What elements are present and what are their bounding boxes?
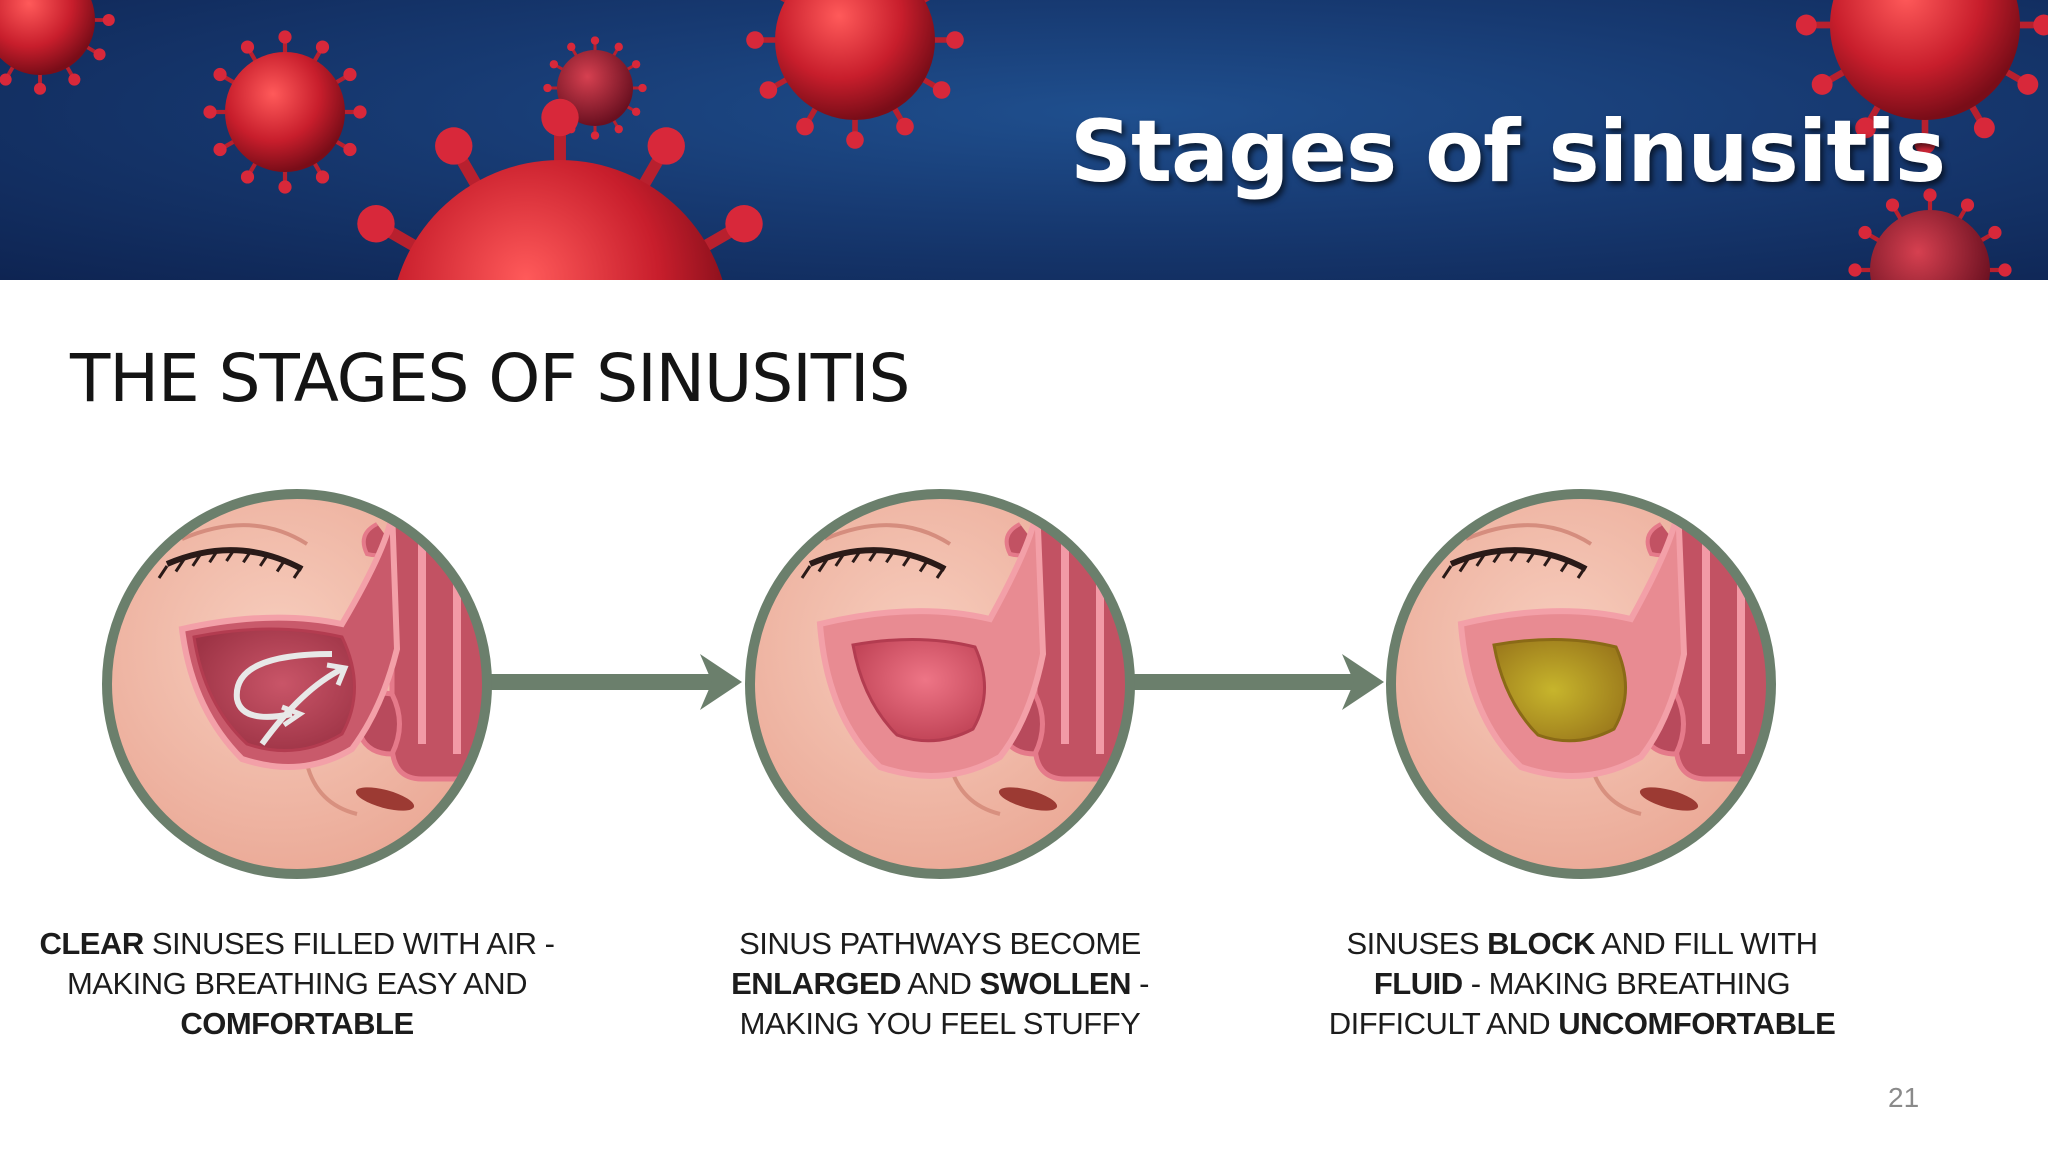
stage-1-clear-illustration [102, 489, 492, 879]
nasal-cavity [354, 494, 487, 782]
stage-3-blocked-illustration [1386, 489, 1776, 879]
stage-frame-ring [1386, 489, 1776, 879]
caption-text-run: SWOLLEN [979, 966, 1131, 1001]
caption-text-run: - MAKING BREATHING DIFFICULT AND [1328, 966, 1791, 1041]
stage-2-swollen-illustration [745, 489, 1135, 879]
virus-particle [1795, 0, 2048, 155]
caption-text-run: AND FILL WITH [1594, 926, 1818, 961]
stage-frame-ring [745, 489, 1135, 879]
arrow-stage-1-to-2 [490, 654, 742, 710]
eyelash-icon [157, 523, 309, 579]
airflow-arrow-icon [233, 651, 349, 746]
stage-1-caption: CLEAR SINUSES FILLED WITH AIR - MAKING B… [37, 924, 557, 1044]
caption-text-run: AND [901, 966, 980, 1001]
virus-particle [203, 30, 367, 194]
caption-text-run: UNCOMFORTABLE [1558, 1006, 1836, 1041]
caption-text-run: SINUSES FILLED WITH AIR - MAKING BREATHI… [66, 926, 555, 1001]
caption-text-run: - MAKING YOU FEEL STUFFY [739, 966, 1150, 1041]
stage-3-caption: SINUSES BLOCK AND FILL WITH FLUID - MAKI… [1322, 924, 1842, 1044]
diagram-heading: THE STAGES OF SINUSITIS [70, 340, 910, 417]
caption-text-run: FLUID [1373, 966, 1463, 1001]
caption-text-run: SINUS PATHWAYS BECOME [739, 926, 1141, 961]
caption-text-run: CLEAR [39, 926, 144, 961]
stage-frame-ring [102, 489, 492, 879]
slide-title: Stages of sinusitis [1070, 102, 1946, 202]
maxillary-sinus [178, 508, 401, 770]
lip-shape [1639, 787, 1699, 811]
maxillary-sinus [816, 503, 1047, 779]
arrow-stage-2-to-3 [1132, 654, 1384, 710]
eyelash-icon [800, 523, 952, 579]
caption-text-run: COMFORTABLE [180, 1006, 414, 1041]
maxillary-sinus [1457, 503, 1688, 779]
virus-particle [357, 98, 763, 280]
caption-text-run: SINUSES [1346, 926, 1488, 961]
eyelash-icon [1441, 523, 1593, 579]
caption-text-run: BLOCK [1487, 926, 1595, 961]
stage-2-caption: SINUS PATHWAYS BECOME ENLARGED AND SWOLL… [680, 924, 1200, 1044]
page-number: 21 [1888, 1082, 1920, 1113]
virus-particle [0, 0, 115, 95]
caption-text-run: ENLARGED [731, 966, 902, 1001]
header-banner: Stages of sinusitis [0, 0, 2048, 280]
virus-particle [1848, 188, 2012, 280]
sinusitis-stages-diagram [102, 489, 1776, 879]
lip-shape [998, 787, 1058, 811]
lip-shape [355, 787, 415, 811]
virus-background-image [0, 0, 2048, 280]
virus-particle [746, 0, 964, 149]
